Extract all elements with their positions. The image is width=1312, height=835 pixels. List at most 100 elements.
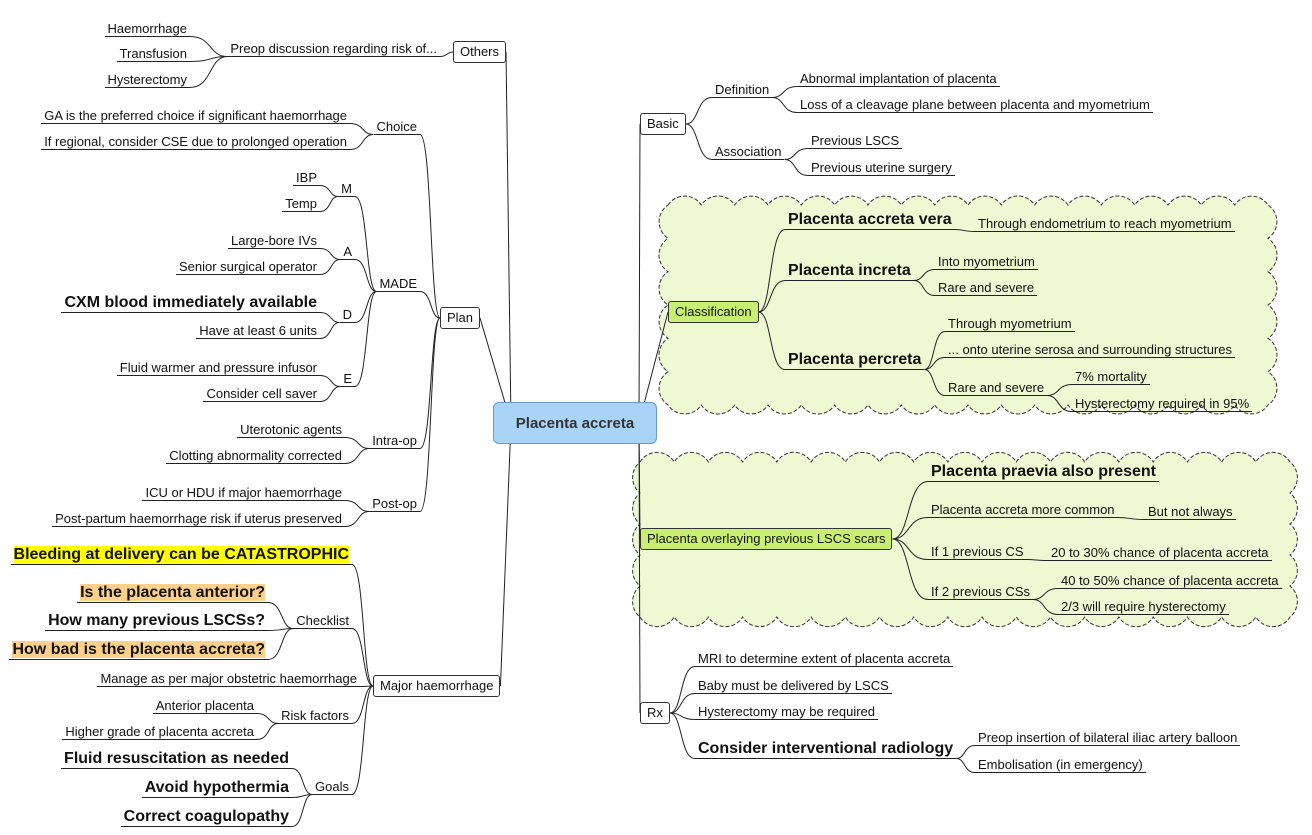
node-haemorrhage[interactable]: Haemorrhage	[104, 21, 190, 37]
topic-major-haemorrhage[interactable]: Major haemorrhage	[373, 675, 501, 697]
node-made-d[interactable]: D	[339, 307, 355, 323]
connector-line	[913, 280, 936, 296]
connector-line	[685, 123, 713, 160]
node-checklist-item[interactable]: How many previous LSCSs?	[45, 612, 268, 631]
node-uterotonic[interactable]: Uterotonic agents	[237, 422, 345, 438]
node-goal-item[interactable]: Correct coagulopathy	[120, 808, 292, 827]
node-percreta-item[interactable]: ... onto uterine serosa and surrounding …	[945, 342, 1235, 358]
node-not-always[interactable]: But not always	[1145, 504, 1236, 520]
node-icu-hdu[interactable]: ICU or HDU if major haemorrhage	[142, 485, 345, 501]
connector-line	[319, 248, 341, 260]
connector-line	[354, 291, 377, 387]
connector-line	[319, 322, 340, 339]
connector-line	[319, 375, 341, 387]
node-more-common[interactable]: Placenta accreta more common	[928, 502, 1118, 518]
node-definition-item[interactable]: Loss of a cleavage plane between placent…	[797, 97, 1153, 113]
node-large-bore-ivs[interactable]: Large-bore IVs	[228, 233, 320, 249]
node-six-units[interactable]: Have at least 6 units	[196, 323, 320, 339]
node-goal-item[interactable]: Avoid hypothermia	[141, 779, 292, 798]
node-risk-factors[interactable]: Risk factors	[278, 708, 352, 724]
topic-plan[interactable]: Plan	[440, 307, 481, 329]
topic-basic[interactable]: Basic	[640, 113, 686, 135]
topic-others[interactable]: Others	[453, 41, 507, 63]
node-hysterectomy-95[interactable]: Hysterectomy required in 95%	[1072, 396, 1253, 412]
node-rx-item[interactable]: MRI to determine extent of placenta accr…	[695, 651, 954, 667]
node-percreta-item[interactable]: Through myometrium	[945, 316, 1075, 332]
node-made[interactable]: MADE	[376, 276, 420, 292]
connector-line	[349, 134, 374, 150]
node-hysterectomy[interactable]: Hysterectomy	[104, 72, 190, 88]
node-association[interactable]: Association	[712, 144, 785, 160]
connector-line	[784, 148, 809, 160]
node-cxm-blood[interactable]: CXM blood immediately available	[61, 294, 320, 313]
connector-line	[758, 311, 786, 370]
node-made-m[interactable]: M	[338, 181, 355, 197]
node-vera-item[interactable]: Through endometrium to reach myometrium	[975, 216, 1235, 232]
node-made-a[interactable]: A	[340, 244, 355, 260]
node-post-op[interactable]: Post-op	[369, 496, 420, 512]
connector-line	[319, 196, 339, 212]
node-checklist-item[interactable]: How bad is the placenta accreta?	[9, 641, 268, 660]
connector-line	[758, 280, 786, 313]
node-choice[interactable]: Choice	[373, 119, 420, 135]
topic-classification[interactable]: Classification	[668, 301, 759, 323]
connector-line	[772, 86, 798, 98]
node-fluid-warmer[interactable]: Fluid warmer and pressure infusor	[116, 360, 320, 376]
node-catastrophic[interactable]: Bleeding at delivery can be CATASTROPHIC	[10, 546, 352, 565]
node-risk-item[interactable]: Higher grade of placenta accreta	[62, 724, 257, 740]
node-choice-item[interactable]: GA is the preferred choice if significan…	[41, 108, 350, 124]
connector-line	[669, 693, 696, 714]
connector-line	[1047, 384, 1073, 396]
node-association-item[interactable]: Previous LSCS	[808, 133, 903, 149]
node-percreta[interactable]: Placenta percreta	[785, 351, 925, 370]
connector-line	[758, 229, 786, 313]
node-percreta-rare[interactable]: Rare and severe	[945, 380, 1048, 396]
node-made-e[interactable]: E	[340, 371, 355, 387]
node-two-cs-item[interactable]: 40 to 50% chance of placenta accreta	[1058, 573, 1282, 589]
node-one-cs[interactable]: If 1 previous CS	[928, 544, 1027, 560]
node-accreta-vera[interactable]: Placenta accreta vera	[785, 211, 955, 230]
node-transfusion[interactable]: Transfusion	[116, 46, 190, 62]
node-checklist-item[interactable]: Is the placenta anterior?	[77, 584, 268, 603]
node-ibp[interactable]: IBP	[293, 170, 320, 186]
node-goal-item[interactable]: Fluid resuscitation as needed	[61, 750, 292, 769]
node-preop-discussion[interactable]: Preop discussion regarding risk of...	[227, 41, 440, 57]
node-rx-item[interactable]: Baby must be delivered by LSCS	[695, 678, 892, 694]
node-goals[interactable]: Goals	[312, 779, 352, 795]
topic-rx[interactable]: Rx	[640, 702, 670, 724]
node-ir-item[interactable]: Embolisation (in emergency)	[975, 757, 1146, 773]
node-two-cs[interactable]: If 2 previous CSs	[928, 584, 1033, 600]
node-choice-item[interactable]: If regional, consider CSE due to prolong…	[41, 134, 350, 150]
connector-line	[784, 159, 809, 176]
node-praevia[interactable]: Placenta praevia also present	[928, 463, 1159, 482]
node-manage[interactable]: Manage as per major obstetric haemorrhag…	[97, 671, 360, 687]
node-interventional-radiology[interactable]: Consider interventional radiology	[695, 740, 957, 759]
node-pph-risk[interactable]: Post-partum haemorrhage risk if uterus p…	[52, 511, 345, 527]
connector-line	[256, 723, 279, 740]
node-one-cs-item[interactable]: 20 to 30% chance of placenta accreta	[1048, 545, 1272, 561]
node-rx-item[interactable]: Hysterectomy may be required	[695, 704, 879, 720]
node-temp[interactable]: Temp	[282, 196, 320, 212]
cloud-boundary	[658, 195, 1278, 415]
node-definition-item[interactable]: Abnormal implantation of placenta	[797, 71, 1000, 87]
node-checklist[interactable]: Checklist	[293, 613, 352, 629]
connector-line	[638, 123, 641, 424]
node-increta[interactable]: Placenta increta	[785, 262, 914, 281]
node-increta-item[interactable]: Rare and severe	[935, 280, 1038, 296]
node-intra-op[interactable]: Intra-op	[369, 433, 420, 449]
central-topic[interactable]: Placenta accreta	[493, 402, 657, 444]
node-senior-operator[interactable]: Senior surgical operator	[175, 259, 320, 275]
node-association-item[interactable]: Previous uterine surgery	[808, 160, 955, 176]
node-ir-item[interactable]: Preop insertion of bilateral iliac arter…	[975, 730, 1241, 746]
node-mortality[interactable]: 7% mortality	[1072, 369, 1150, 385]
connector-line	[351, 564, 374, 687]
connector-line	[351, 685, 374, 724]
node-cell-saver[interactable]: Consider cell saver	[203, 386, 320, 402]
connector-line	[351, 685, 374, 795]
node-definition[interactable]: Definition	[712, 82, 773, 98]
topic-lscs-scars[interactable]: Placenta overlaying previous LSCS scars	[640, 528, 893, 550]
node-two-cs-item[interactable]: 2/3 will require hysterectomy	[1058, 599, 1229, 615]
node-risk-item[interactable]: Anterior placenta	[152, 698, 257, 714]
node-clotting[interactable]: Clotting abnormality corrected	[166, 448, 345, 464]
node-increta-item[interactable]: Into myometrium	[935, 254, 1038, 270]
